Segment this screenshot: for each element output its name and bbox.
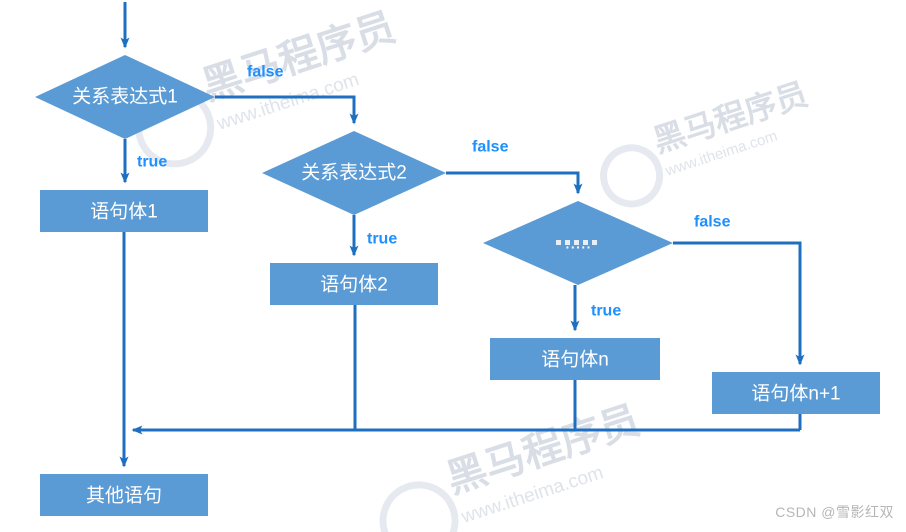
node-other-statements-label: 其他语句 [86, 485, 162, 507]
edge-label-true-3: true [591, 303, 621, 320]
node-condition-3[interactable]: ..... [483, 201, 673, 285]
edge-label-false-3: false [694, 214, 731, 231]
node-statement-2[interactable]: 语句体2 [270, 263, 438, 305]
watermark-brand-url: www.itheima.com [458, 462, 606, 528]
node-condition-3-label: ..... [565, 233, 591, 254]
node-other-statements[interactable]: 其他语句 [40, 474, 208, 516]
node-statement-n-label: 语句体n [541, 349, 609, 371]
watermark-brand-url: www.itheima.com [662, 127, 779, 180]
process-box-shape [270, 263, 438, 305]
node-statement-n-plus-1-label: 语句体n+1 [751, 383, 840, 405]
watermark-brand-text: 黑马程序员 [441, 398, 645, 502]
watermark-brand-3: 黑马程序员 www.itheima.com [379, 398, 645, 532]
watermark-brand-text: 黑马程序员 [197, 5, 401, 109]
edge-cond1-false-to-cond2 [215, 95, 359, 125]
watermark-brand-2: 黑马程序员 www.itheima.com [600, 76, 812, 208]
edge-label-true-1: true [137, 154, 167, 171]
decision-diamond-shape [262, 131, 446, 215]
ellipsis-icon [556, 240, 597, 245]
edge-cond3-false-to-stmtn1 [673, 241, 805, 366]
watermark-brand-text: 黑马程序员 [649, 76, 812, 160]
node-condition-1-label: 关系表达式1 [72, 86, 178, 108]
edge-layer [119, 2, 805, 468]
credit-watermark: CSDN @雪影红双 [775, 504, 894, 520]
process-box-shape [40, 190, 208, 232]
node-condition-2[interactable]: 关系表达式2 [262, 131, 446, 215]
edge-cond2-false-to-cond3 [446, 171, 583, 195]
node-condition-1[interactable]: 关系表达式1 [35, 55, 215, 139]
edge-label-false-1: false [247, 64, 284, 81]
process-box-shape [40, 474, 208, 516]
decision-diamond-shape [35, 55, 215, 139]
watermark-ring-icon [379, 481, 459, 532]
node-statement-n-plus-1[interactable]: 语句体n+1 [712, 372, 880, 414]
edge-label-true-2: true [367, 231, 397, 248]
node-condition-2-label: 关系表达式2 [301, 162, 407, 184]
node-statement-2-label: 语句体2 [320, 274, 388, 296]
edge-label-layer: false true false true false true [137, 64, 731, 320]
process-box-shape [712, 372, 880, 414]
watermark-brand-url: www.itheima.com [214, 69, 362, 135]
node-statement-1-label: 语句体1 [90, 201, 158, 223]
node-statement-n[interactable]: 语句体n [490, 338, 660, 380]
edge-label-false-2: false [472, 139, 509, 156]
node-layer: 关系表达式1 语句体1 关系表达式2 语句体2 [35, 55, 880, 516]
watermark-layer: 黑马程序员 www.itheima.com 黑马程序员 www.itheima.… [135, 5, 812, 532]
process-box-shape [490, 338, 660, 380]
node-statement-1[interactable]: 语句体1 [40, 190, 208, 232]
watermark-ring-icon [600, 144, 664, 208]
